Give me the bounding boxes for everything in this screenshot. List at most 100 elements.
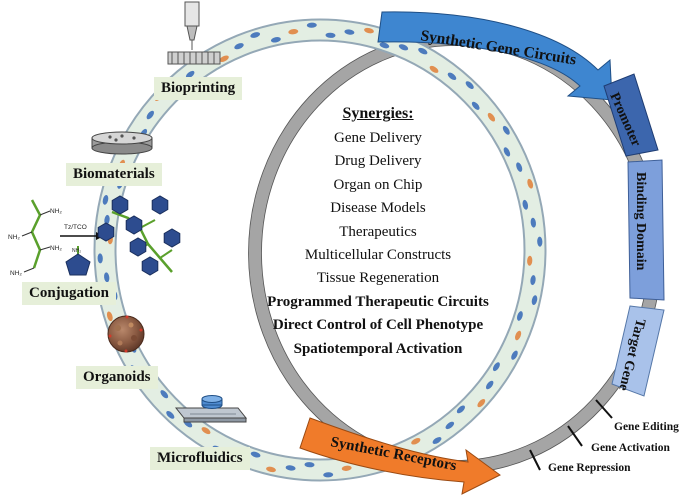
ring-cell <box>429 65 439 73</box>
ring-cell <box>201 427 211 435</box>
synergy-item: Direct Control of Cell Phenotype <box>272 317 484 334</box>
nh2-label-3: NH₂ <box>50 245 62 252</box>
ring-cell <box>379 42 390 49</box>
ring-cell <box>530 217 536 228</box>
ring-cell <box>487 112 496 122</box>
hexagon-group <box>97 195 181 276</box>
receptors-arrow <box>299 417 501 495</box>
microfluidics-label: Microfluidics <box>150 447 250 470</box>
ring-cell <box>418 47 428 55</box>
ring-cell <box>234 43 244 50</box>
reaction-arrow <box>60 232 104 240</box>
hexagon-icon <box>97 222 115 242</box>
protein-pentagon-icon <box>65 246 91 276</box>
ring-cell <box>465 81 474 90</box>
ring-cell <box>250 32 261 38</box>
ring-cell <box>503 147 511 157</box>
ring-cell <box>304 462 315 468</box>
hexagon-icon <box>151 195 169 215</box>
ring-cell <box>531 295 538 306</box>
target-gene-segment <box>611 305 665 397</box>
ring-cell <box>250 451 261 458</box>
hexagon-icon <box>141 256 159 276</box>
gene-activation-label: Gene Activation <box>591 442 670 454</box>
ring-cell <box>516 162 523 172</box>
reaction-label: Tz/TCO <box>64 224 87 231</box>
bioprinting-label: Bioprinting <box>154 77 243 100</box>
biomaterial-disc-icon <box>91 131 153 155</box>
synergy-item: Tissue Regeneration <box>316 270 440 287</box>
gene-activation-tick <box>567 425 583 447</box>
synergy-item: Organ on Chip <box>333 176 423 193</box>
bioprinter-icon <box>167 1 221 65</box>
ring-cell <box>325 32 336 38</box>
ring-cell <box>492 362 500 372</box>
ring-cell <box>285 465 296 471</box>
gene-editing-tick <box>595 399 613 419</box>
synergy-item: Programmed Therapeutic Circuits <box>267 293 489 310</box>
protein-tag-label: NH₂ <box>72 248 81 254</box>
ring-cell <box>106 311 113 322</box>
ring-cell <box>447 72 457 80</box>
ring-cell <box>306 22 317 28</box>
synergy-item: Gene Delivery <box>334 130 422 146</box>
synergy-item: Drug Delivery <box>334 153 422 170</box>
ring-cell <box>323 472 334 478</box>
promoter-segment <box>603 73 659 157</box>
ring-cell <box>411 438 421 445</box>
ring-cell <box>537 236 543 247</box>
synergy-item: Disease Models <box>330 200 426 217</box>
ring-cell <box>102 194 109 205</box>
ring-cell <box>486 380 494 390</box>
nh2-label-1: NH₂ <box>50 208 62 215</box>
nh2-label-2: NH₂ <box>8 234 20 241</box>
synergy-item: Therapeutics <box>339 223 417 240</box>
synergy-item: Multicellular Constructs <box>304 247 452 264</box>
microfluidic-chip-icon <box>174 395 248 423</box>
ring-cell <box>344 29 355 35</box>
ring-cell <box>146 110 154 120</box>
ring-cell <box>219 55 229 62</box>
ring-cell <box>270 37 281 43</box>
gene-editing-label: Gene Editing <box>614 421 679 433</box>
ring-cell <box>471 101 480 110</box>
conjugation-label: Conjugation <box>22 282 117 305</box>
ring-cell <box>432 437 442 444</box>
ring-cell <box>516 311 523 321</box>
ring-cell <box>97 253 103 264</box>
ring-cell <box>160 390 169 399</box>
binding-domain-label: Binding Domain <box>633 172 648 271</box>
hexagon-icon <box>163 228 181 248</box>
ring-cell <box>522 199 529 210</box>
ring-cell <box>266 466 276 473</box>
ring-cell <box>185 70 195 79</box>
binding-domain-segment <box>627 159 665 301</box>
gene-repression-label: Gene Repression <box>548 462 631 474</box>
hexagon-icon <box>111 195 129 215</box>
tissue-ring <box>93 18 547 482</box>
ring-cell <box>530 275 536 286</box>
organoid-icon <box>107 315 145 353</box>
ring-cell <box>166 410 175 419</box>
ring-cell <box>104 272 110 283</box>
ring-cell <box>398 44 409 51</box>
ring-cell <box>502 125 510 135</box>
ring-cell <box>477 399 486 408</box>
biomaterials-label: Biomaterials <box>66 163 162 186</box>
hexagon-icon <box>125 215 143 235</box>
ring-cell <box>515 330 522 341</box>
hexagon-icon <box>129 237 147 257</box>
ring-cell <box>104 214 110 225</box>
synergies-title: Synergies: <box>342 105 414 122</box>
ring-cell <box>364 27 374 34</box>
ring-cell <box>527 178 534 189</box>
ring-cell <box>445 421 455 430</box>
nh2-label-4: NH₂ <box>10 270 22 277</box>
ring-cell <box>288 29 299 35</box>
gene-repression-tick <box>529 449 541 471</box>
organoids-label: Organoids <box>76 366 158 389</box>
